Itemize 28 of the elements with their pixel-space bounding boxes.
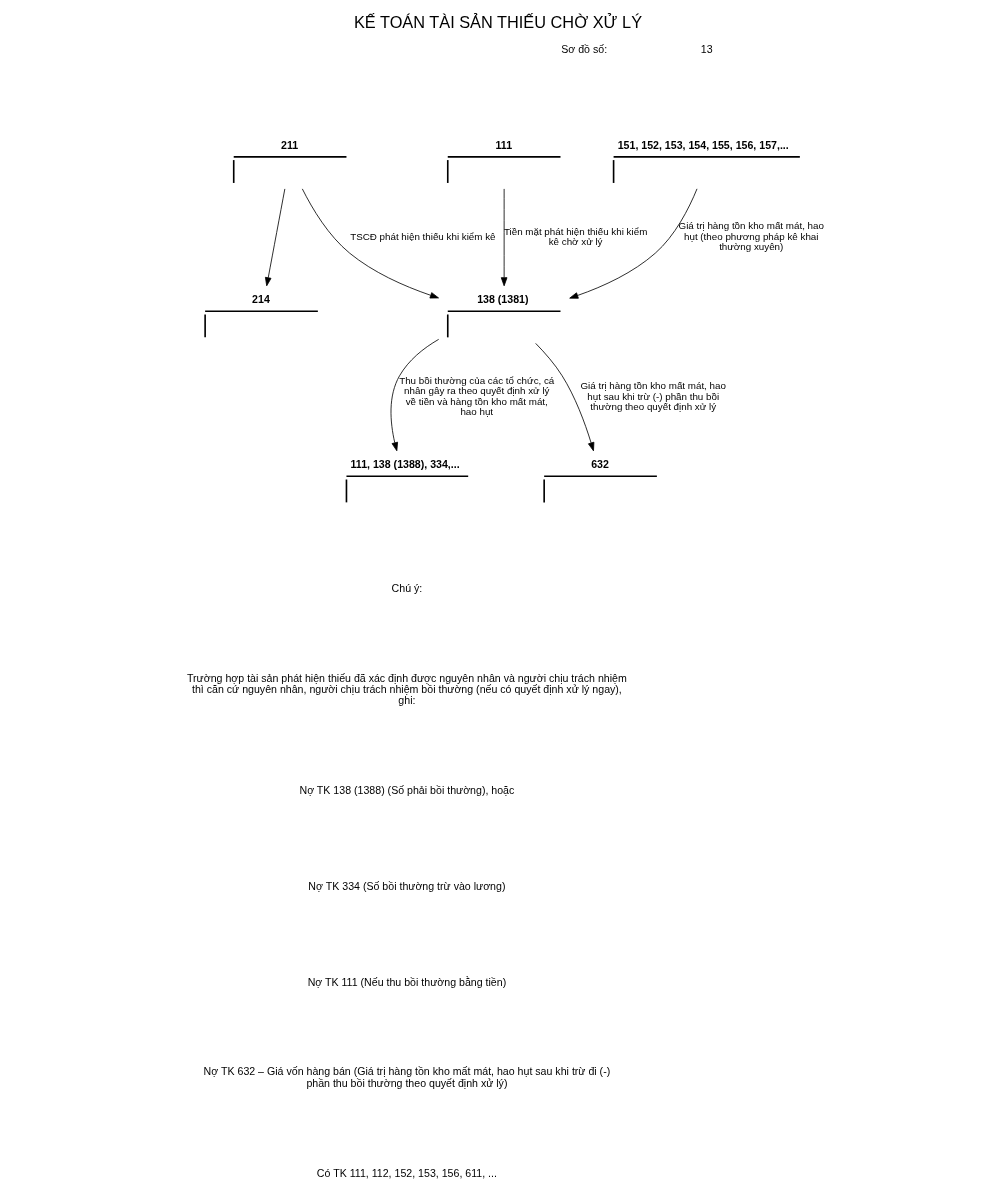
label: 13: [700, 43, 713, 56]
label: Có TK 111, 112, 152, 153, 156, 611, ...: [316, 1166, 497, 1179]
node-text: 111, 138 (1388), 334,...: [350, 458, 460, 471]
edge-label: Giá trị hàng tồn kho mất mát, hao hụt sau khi trừ (-) phần thu bồi thường theo quyết định xử lý: [580, 379, 726, 413]
edge-label: Giá trị hàng tồn kho mất mát, hao hụt (theo phương pháp kê khai thường xuyên): [678, 220, 824, 253]
arrow: [500, 188, 508, 287]
label: Nợ TK 632 – Giá vốn hàng bán (Giá trị hàng tồn kho mất mát, hao hụt sau khi trừ đi (-) phần thu bồi thường theo quyết định xử lý): [203, 1065, 611, 1089]
edge-label: Tiền mặt phát hiện thiếu khi kiểm kê chờ xử lý: [503, 225, 648, 248]
label: Sơ đồ số:: [561, 43, 608, 56]
diagram-title: KẾ TOÁN TÀI SẢN THIẾU CHỜ XỬ LÝ: [353, 12, 643, 31]
edge-label: TSCĐ phát hiện thiếu khi kiểm kê: [350, 230, 496, 242]
node-text: 214: [252, 293, 270, 306]
node-text: 632: [591, 458, 609, 471]
arrow: [535, 342, 595, 452]
node-text: 111: [495, 138, 513, 151]
arrow: [390, 338, 440, 452]
label: Nợ TK 334 (Số bồi thường trừ vào lương): [308, 879, 506, 892]
node-text: 138 (1381): [477, 293, 529, 306]
edge-label: Thu bồi thường của các tổ chức, cá nhân gây ra theo quyết định xử lý về tiền và hàng tồn kho mất mát, hao hụt: [399, 374, 555, 418]
label: Chú ý:: [391, 581, 423, 594]
arrow: [569, 188, 698, 299]
label: Nợ TK 111 (Nếu thu bồi thường bằng tiền): [307, 975, 507, 988]
arrow: [301, 188, 439, 299]
node-text: 151, 152, 153, 154, 155, 156, 157,...: [617, 138, 789, 151]
label: Trường hợp tài sản phát hiện thiếu đã xác định được nguyên nhân và người chịu trách nhiệm thì căn cứ nguyên nhân, người chịu trách nhiệm bồi thường (nếu có quyết định xử lý ngay), ghi:: [187, 671, 627, 707]
label: Nợ TK 138 (1388) (Số phải bồi thường), hoặc: [299, 784, 515, 797]
node-text: 211: [281, 138, 299, 151]
arrow: [265, 188, 286, 287]
